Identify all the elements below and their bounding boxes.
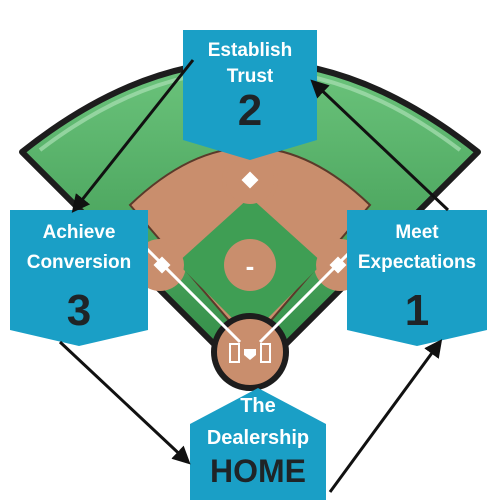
arrow-icon-second-to-third	[71, 59, 195, 213]
home-plate-icon	[244, 349, 256, 360]
pitchers-mound	[224, 239, 276, 291]
first-base-icon	[329, 256, 347, 274]
second-base-sign	[183, 30, 317, 160]
sign-achieve-conversion: Achieve Conversion 3	[10, 218, 148, 334]
sign-number: 1	[404, 286, 430, 335]
sign-number: HOME	[210, 453, 306, 489]
sign-label-line2: Trust	[226, 66, 274, 87]
arrow-icon-home-to-first	[328, 339, 443, 493]
sign-number: 2	[237, 86, 263, 135]
pitchers-mound-mark: -	[246, 251, 255, 281]
second-base-icon	[241, 171, 259, 189]
sign-dealership-home: The Dealership HOME	[190, 390, 326, 490]
batters-box-right	[260, 343, 271, 363]
sign-establish-trust: Establish Trust 2	[183, 38, 317, 134]
sign-label-line2: Expectations	[357, 252, 477, 273]
sign-meet-expectations: Meet Expectations 1	[347, 218, 487, 334]
home-plate-sign	[190, 388, 326, 500]
arrow-icon-first-to-second	[310, 79, 450, 212]
arrow-icon-third-to-home	[58, 340, 191, 465]
third-base-sign	[10, 210, 148, 346]
batters-box-left	[229, 343, 240, 363]
sign-label-line1: Meet	[395, 222, 439, 243]
third-base-icon	[153, 256, 171, 274]
sign-label-line1: The	[240, 395, 276, 417]
sign-label-line2: Conversion	[26, 252, 132, 273]
sign-label-line1: Establish	[207, 40, 293, 61]
sign-label-line1: Achieve	[42, 222, 116, 243]
sign-number: 3	[66, 286, 92, 335]
third-base-line	[128, 230, 242, 344]
sign-label-line2: Dealership	[206, 427, 310, 449]
first-base-sign	[347, 210, 487, 346]
